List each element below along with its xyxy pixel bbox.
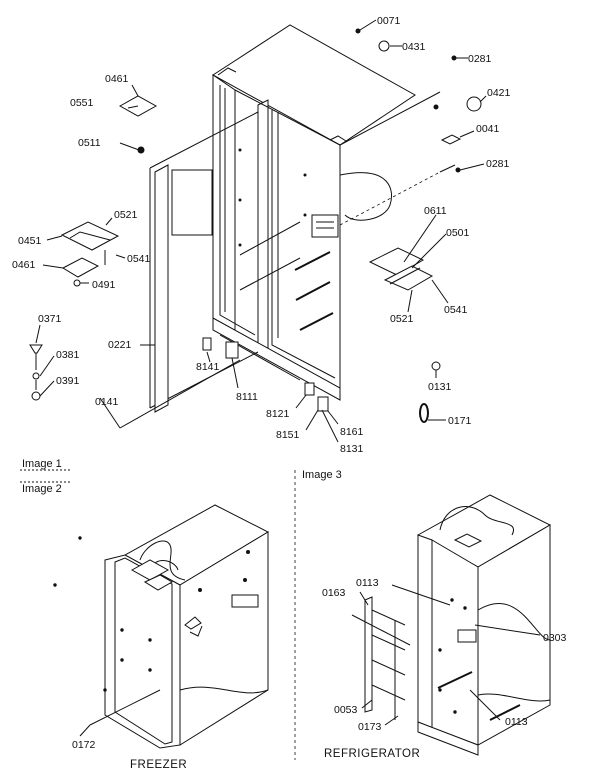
part-label-0371: 0371 — [38, 313, 62, 325]
part-label-0451: 0451 — [18, 235, 42, 247]
part-label-0171: 0171 — [448, 415, 472, 427]
part-label-0551: 0551 — [70, 97, 94, 109]
part-label-0053: 0053 — [334, 704, 358, 716]
part-label-0611: 0611 — [424, 205, 447, 217]
refrigerator-caption: REFRIGERATOR — [324, 748, 420, 760]
part-label-0541: 0541 — [127, 253, 151, 265]
view-label-image1: Image 1 — [22, 458, 62, 470]
part-label-0491: 0491 — [92, 279, 116, 291]
part-label-0113: 0113 — [356, 577, 379, 589]
bottom-hinge-brackets — [202, 337, 441, 423]
part-label-8141: 8141 — [196, 361, 220, 373]
part-label-0511: 0511 — [78, 137, 101, 149]
leader-lines-image1 — [35, 19, 487, 443]
part-label-8111: 8111 — [236, 391, 258, 403]
part-label-0541: 0541 — [444, 304, 468, 316]
view-separators — [20, 469, 296, 760]
part-label-0381: 0381 — [56, 349, 80, 361]
part-label-0113: 0113 — [505, 716, 528, 728]
part-label-0421: 0421 — [487, 87, 511, 99]
wiring-harness — [339, 172, 393, 221]
part-label-0303: 0303 — [543, 632, 567, 644]
freezer-caption: FREEZER — [130, 759, 187, 771]
part-label-0281: 0281 — [468, 53, 492, 65]
part-label-0141: 0141 — [95, 396, 119, 408]
refrigerator-assembly — [351, 494, 552, 756]
part-label-0131: 0131 — [428, 381, 452, 393]
hinge-top-parts — [355, 28, 482, 173]
freezer-assembly — [53, 504, 270, 749]
part-label-0071: 0071 — [377, 15, 401, 27]
part-label-0041: 0041 — [476, 123, 500, 135]
part-label-0221: 0221 — [108, 339, 132, 351]
part-label-0281: 0281 — [486, 158, 510, 170]
part-label-8121: 8121 — [266, 408, 290, 420]
part-label-0431: 0431 — [402, 41, 426, 53]
part-label-8161: 8161 — [340, 426, 364, 438]
part-label-0501: 0501 — [446, 227, 470, 239]
cabinet-body — [212, 74, 341, 401]
part-label-0461: 0461 — [12, 259, 36, 271]
part-label-0163: 0163 — [322, 587, 346, 599]
part-label-0521: 0521 — [114, 209, 138, 221]
right-side-panel — [339, 91, 456, 226]
view-label-image3: Image 3 — [302, 469, 342, 481]
leveling-leg-assembly — [29, 344, 43, 401]
refrigerator-hinge-parts — [368, 247, 434, 291]
part-label-0172: 0172 — [72, 739, 96, 751]
view-label-image2: Image 2 — [22, 483, 62, 495]
part-label-0521: 0521 — [390, 313, 414, 325]
part-label-8131: 8131 — [340, 443, 364, 455]
part-label-0461: 0461 — [105, 73, 129, 85]
part-label-0173: 0173 — [358, 721, 382, 733]
cabinet-top-panel — [212, 24, 416, 146]
part-label-8151: 8151 — [276, 429, 300, 441]
part-labels-image1: 0071 0431 0281 0421 0041 0281 0461 0551 … — [12, 15, 511, 455]
part-label-0391: 0391 — [56, 375, 80, 387]
